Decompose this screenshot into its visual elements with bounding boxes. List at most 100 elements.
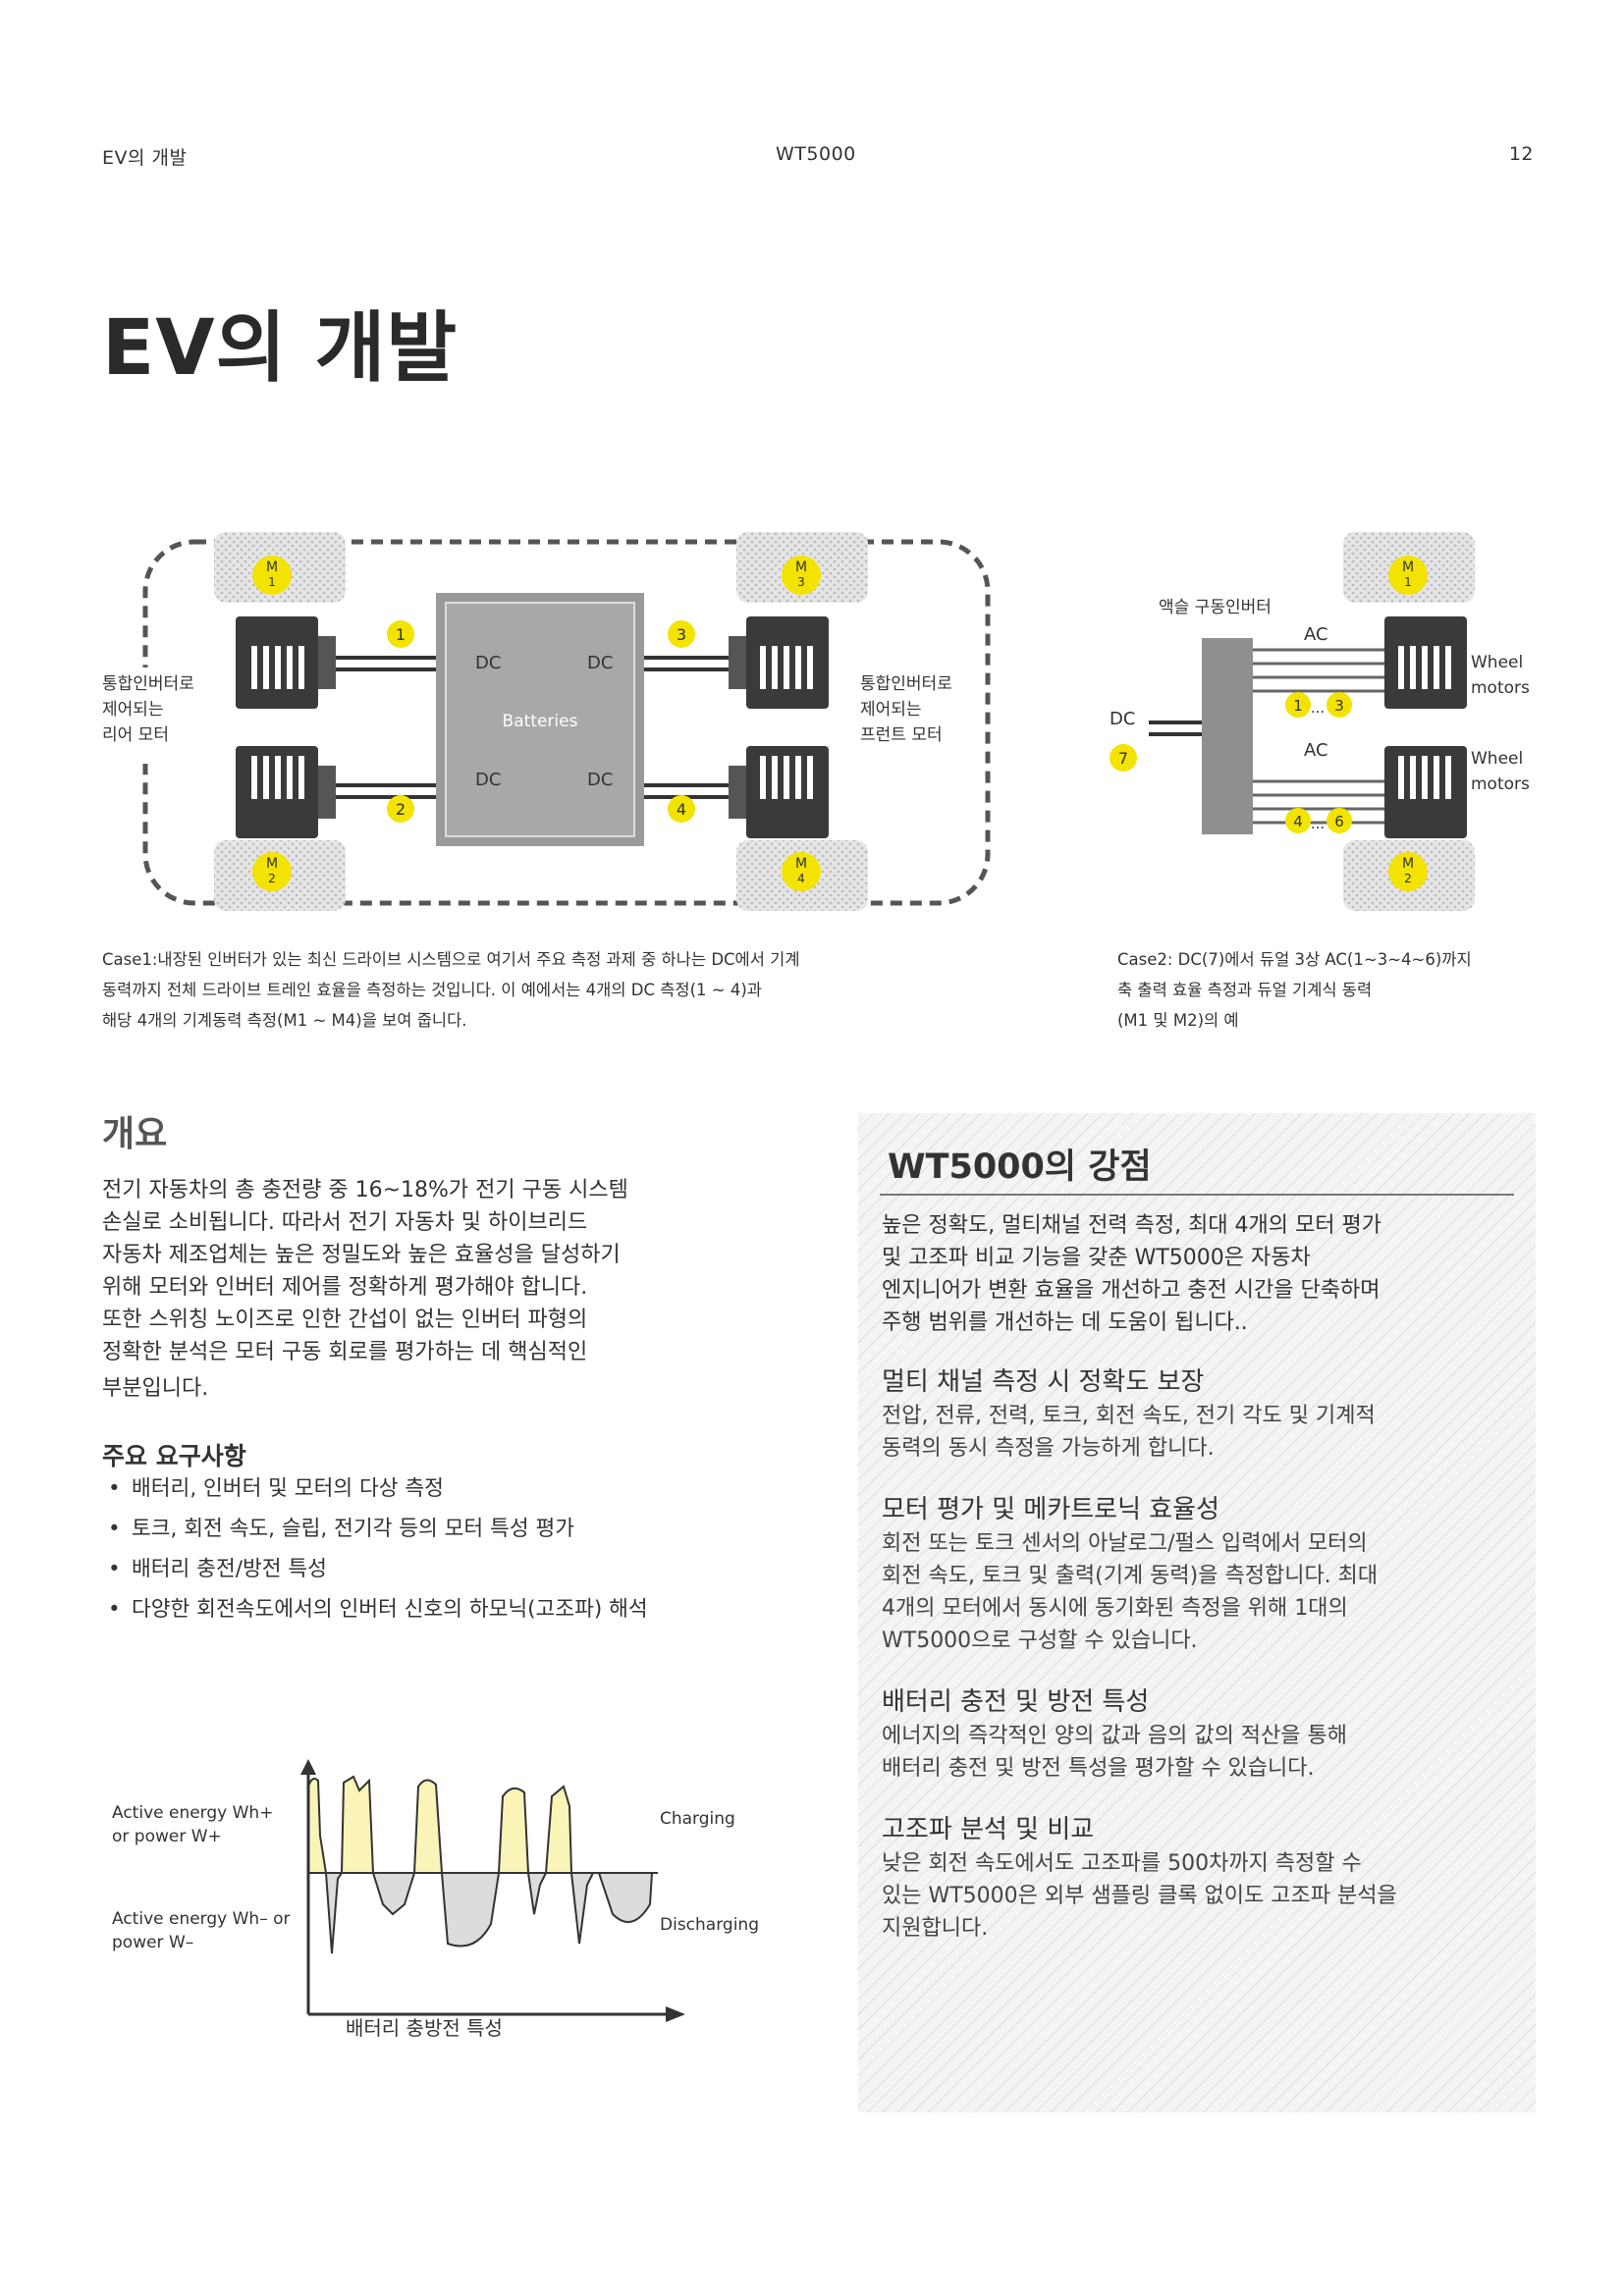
svg-text:4: 4 — [677, 800, 686, 819]
motor-badge-m2: M 2 — [252, 852, 292, 891]
page-number: 12 — [1508, 143, 1534, 165]
rear-motor-top — [236, 616, 336, 709]
m2-letter: M — [266, 856, 278, 872]
svg-text:통합인버터로: 통합인버터로 — [102, 674, 194, 694]
header-section-title: EV의 개발 — [102, 147, 188, 169]
svg-text:2: 2 — [396, 800, 406, 819]
dc-label: DC — [1110, 709, 1135, 729]
x-axis-arrow — [666, 2006, 685, 2022]
svg-text:제어되는: 제어되는 — [102, 700, 164, 720]
m1-num: 1 — [268, 575, 276, 589]
label-positive-1: Active energy Wh+ — [112, 1803, 273, 1823]
cables — [336, 656, 729, 799]
ac-lines-top — [1253, 648, 1384, 693]
strengths-divider — [880, 1194, 1514, 1196]
wheel-motors-label-bottom: Wheel motors — [1471, 749, 1530, 794]
overview-text: 전기 자동차의 총 충전량 중 16~18%가 전기 구동 시스템 손실로 소비… — [102, 1178, 628, 1401]
wheel-motors-label-top: Wheel motors — [1471, 653, 1530, 698]
battery-box: DC DC Batteries DC DC — [436, 593, 644, 846]
ac-lines-bottom — [1253, 779, 1384, 825]
wheel-motor-top — [1384, 616, 1467, 709]
motor-badge-m4: M 4 — [782, 852, 821, 891]
front-motor-top — [729, 616, 829, 709]
rear-motor-label: 통합인버터로 제어되는 리어 모터 — [98, 667, 208, 764]
requirements-list: 배터리, 인버터 및 모터의 다상 측정 토크, 회전 속도, 슬립, 전기각 … — [108, 1472, 756, 1633]
m4-letter: M — [795, 856, 807, 872]
dc-label-3: DC — [475, 770, 501, 790]
m3-letter: M — [795, 560, 807, 575]
svg-text:프런트 모터: 프런트 모터 — [860, 725, 943, 745]
battery-label: Batteries — [503, 712, 578, 731]
m4-num: 4 — [797, 872, 805, 885]
svg-text:M: M — [1402, 856, 1414, 872]
figure-case1-drivetrain: M 1 M 2 M 3 M 4 — [79, 520, 1001, 923]
label-negative-1: Active energy Wh– or — [112, 1909, 291, 1929]
svg-text:리어 모터: 리어 모터 — [102, 725, 169, 745]
header-product-name: WT5000 — [776, 143, 856, 165]
front-motor-label: 통합인버터로 제어되는 프런트 모터 — [854, 667, 982, 764]
dc-label-1: DC — [475, 653, 501, 673]
svg-text:7: 7 — [1118, 749, 1128, 768]
feature-motor-evaluation: 모터 평가 및 메카트로닉 효율성 회전 또는 토크 센서의 아날로그/펄스 입… — [882, 1495, 1379, 1653]
motor-badge-m1: M 1 — [252, 556, 292, 595]
discharging-area — [324, 1872, 654, 1954]
wheel-motor-bottom — [1384, 746, 1467, 838]
svg-text:Wheel: Wheel — [1471, 653, 1523, 672]
caption-case1: Case1:내장된 인버터가 있는 최신 드라이브 시스템으로 여기서 주요 측… — [102, 950, 800, 1030]
svg-text:2: 2 — [1404, 872, 1412, 885]
feature-harmonics: 고조파 분석 및 비교 낮은 회전 속도에서도 고조파를 500차까지 측정할 … — [882, 1815, 1397, 1941]
list-item: 배터리 충전/방전 특성 — [108, 1553, 756, 1585]
svg-text:1: 1 — [1293, 697, 1303, 715]
motor-badge-m3: M 3 — [782, 556, 821, 595]
svg-text:통합인버터로: 통합인버터로 — [860, 674, 952, 694]
label-positive-2: or power W+ — [112, 1827, 222, 1846]
m2-num: 2 — [268, 872, 276, 885]
svg-text:4: 4 — [1293, 813, 1303, 830]
point-1: 1 — [387, 620, 414, 648]
strengths-intro: 높은 정확도, 멀티채널 전력 측정, 최대 4개의 모터 평가 및 고조파 비… — [882, 1213, 1381, 1335]
svg-text:1: 1 — [1404, 575, 1412, 589]
svg-text:motors: motors — [1471, 774, 1530, 794]
svg-text:1: 1 — [396, 625, 406, 644]
svg-text:3: 3 — [1334, 697, 1344, 715]
m1-letter: M — [266, 560, 278, 575]
page-title: EV의 개발 — [102, 304, 459, 393]
list-item: 배터리, 인버터 및 모터의 다상 측정 — [108, 1472, 756, 1505]
charge-discharge-illustration: Active energy Wh+ or power W+ Active ene… — [102, 1757, 789, 2042]
chassis-outline — [142, 539, 991, 906]
axle-inverter — [1202, 638, 1253, 834]
svg-text:3: 3 — [677, 625, 686, 644]
svg-text:6: 6 — [1334, 813, 1344, 830]
ac-label-bottom: AC — [1304, 740, 1328, 761]
point-2: 2 — [387, 795, 414, 823]
point-4: 4 — [668, 795, 695, 823]
motor-badge-m2: M 2 — [1388, 852, 1428, 891]
svg-text:M: M — [1402, 560, 1414, 575]
m3-num: 3 — [797, 575, 805, 589]
label-discharging: Discharging — [660, 1915, 759, 1935]
svg-text:Wheel: Wheel — [1471, 749, 1523, 769]
caption-case2: Case2: DC(7)에서 듀얼 3상 AC(1~3~4~6)까지 축 출력 … — [1117, 950, 1472, 1030]
svg-text:...: ... — [1311, 699, 1325, 717]
strengths-title: WT5000의 강점 — [888, 1148, 1152, 1187]
overview-title: 개요 — [102, 1114, 168, 1154]
rear-motor-bottom — [236, 746, 336, 838]
range-top: 1 ... 3 — [1285, 692, 1352, 718]
range-bottom: 4 ... 6 — [1285, 808, 1352, 833]
charging-area — [307, 1775, 573, 1874]
svg-text:제어되는: 제어되는 — [860, 700, 922, 720]
svg-text:motors: motors — [1471, 678, 1530, 698]
requirements-title: 주요 요구사항 — [102, 1442, 246, 1470]
front-motor-bottom — [729, 746, 829, 838]
motor-badge-m1: M 1 — [1388, 556, 1428, 595]
feature-accuracy: 멀티 채널 측정 시 정확도 보장 전압, 전류, 전력, 토크, 회전 속도,… — [882, 1367, 1376, 1461]
y-axis-arrow — [300, 1759, 316, 1775]
list-item: 다양한 회전속도에서의 인버터 신호의 하모닉(고조파) 해석 — [108, 1593, 756, 1626]
figure-case2-axle: M 1 M 2 액슬 구동인버터 DC 7 — [1100, 520, 1551, 923]
strengths-panel: WT5000의 강점 높은 정확도, 멀티채널 전력 측정, 최대 4개의 모터… — [858, 1113, 1536, 2112]
label-negative-2: power W– — [112, 1933, 193, 1952]
dc-point-7: 7 — [1110, 744, 1137, 772]
dc-input — [1149, 721, 1202, 736]
inverter-label: 액슬 구동인버터 — [1159, 598, 1272, 617]
svg-text:...: ... — [1311, 815, 1325, 832]
